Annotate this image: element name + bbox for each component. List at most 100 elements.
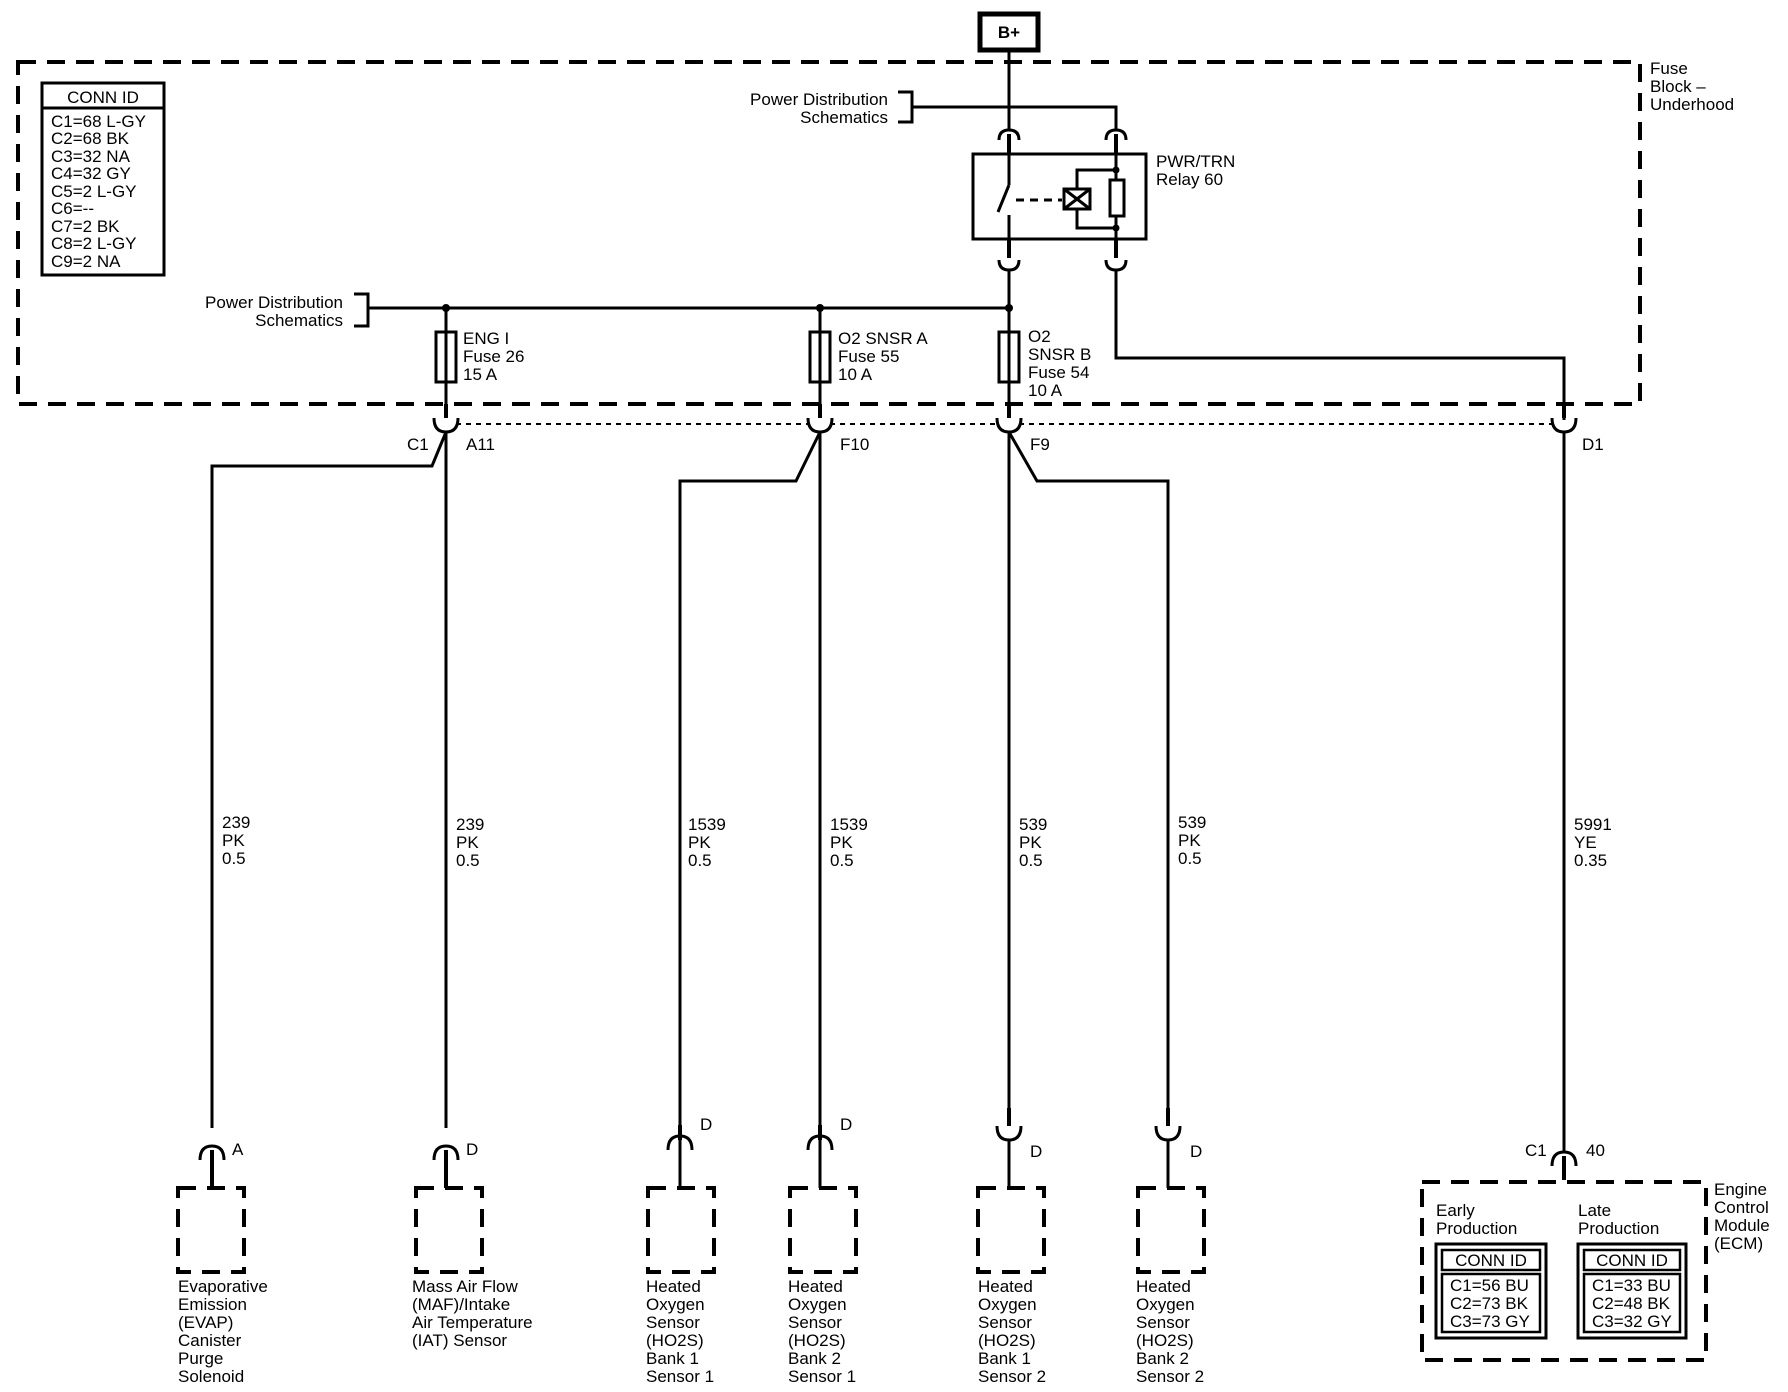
relay-input-terminal (997, 128, 1021, 141)
wire-circuit-number: 239 (222, 813, 250, 832)
conn-table-row: C3=32 GY (1592, 1312, 1672, 1331)
wire-circuit-number: 1539 (830, 815, 868, 834)
pin-label: D (1030, 1142, 1042, 1161)
component-label-line: Heated (978, 1277, 1033, 1296)
component-label-line: Canister (178, 1331, 242, 1350)
wire-gauge: 0.5 (456, 851, 480, 870)
fuse-label: O2 SNSR A (838, 329, 928, 348)
wire-gauge: 0.5 (222, 849, 246, 868)
component-label-line: Sensor (788, 1313, 842, 1332)
fuse-label: ENG I (463, 329, 509, 348)
conn-table-header: CONN ID (67, 88, 139, 107)
power-distribution-ref-text: Power Distribution (205, 293, 343, 312)
component-label-line: Sensor 1 (788, 1367, 856, 1386)
fuse-55: O2 SNSR A Fuse 55 10 A (808, 308, 928, 404)
power-distribution-ref-text: Schematics (800, 108, 888, 127)
component-connector-ho2s-b1s1: D (666, 1115, 712, 1188)
conn-table-row: C9=2 NA (51, 252, 121, 271)
component-label-line: Oxygen (978, 1295, 1037, 1314)
component-label-line: (EVAP) (178, 1313, 233, 1332)
fuse-block-label: Fuse Block – Underhood (1650, 59, 1734, 114)
wire-color: PK (830, 833, 853, 852)
component-label-line: Sensor 2 (978, 1367, 1046, 1386)
power-distribution-ref-text: Schematics (255, 311, 343, 330)
pin-label: D (466, 1140, 478, 1159)
component-label-line: Oxygen (788, 1295, 847, 1314)
component-connector-ecm: C1 40 (1525, 1141, 1605, 1180)
wire-circuit-number: 239 (456, 815, 484, 834)
component-label-line: Heated (788, 1277, 843, 1296)
component-label-line: Oxygen (646, 1295, 705, 1314)
wire-color: PK (1178, 831, 1201, 850)
pin-label: F9 (1030, 435, 1050, 454)
fuse-54: O2 SNSR B Fuse 54 10 A (997, 308, 1091, 404)
relay-to-ecm-wire (1114, 270, 1566, 420)
component-connector-maf: D (432, 1140, 478, 1188)
fuse-26: ENG I Fuse 26 15 A (434, 308, 524, 404)
wire-label-ho2s-b2s1: 1539 PK 0.5 (830, 815, 868, 870)
component-label-line: Bank 1 (978, 1349, 1031, 1368)
component-label-evap: Evaporative Emission (EVAP) Canister Pur… (178, 1277, 268, 1386)
wire-color: PK (222, 831, 245, 850)
wire-gauge: 0.5 (1019, 851, 1043, 870)
wire-label-ho2s-b2s2: 539 PK 0.5 (1178, 813, 1206, 868)
conn-table-header: CONN ID (1596, 1251, 1668, 1270)
conn-table-row: C3=73 GY (1450, 1312, 1530, 1331)
ecm-label-line: Control (1714, 1198, 1769, 1217)
fuse-block-label-line: Fuse (1650, 59, 1688, 78)
component-label-maf: Mass Air Flow (MAF)/Intake Air Temperatu… (412, 1277, 533, 1350)
pin-label: D (700, 1115, 712, 1134)
ecm-label-line: (ECM) (1714, 1234, 1763, 1253)
conn-table-row: C6=-- (51, 199, 94, 218)
fuse-block-conn-table: CONN ID C1=68 L-GY C2=68 BK C3=32 NA C4=… (40, 81, 166, 277)
relay-label: PWR/TRN (1156, 152, 1235, 171)
fuse-label: O2 (1028, 327, 1051, 346)
component-label-line: (IAT) Sensor (412, 1331, 507, 1350)
wire-label-maf: 239 PK 0.5 (456, 815, 484, 870)
wire-label-ecm: 5991 YE 0.35 (1574, 815, 1612, 870)
pin-label: D1 (1582, 435, 1604, 454)
conn-table-row: C1=56 BU (1450, 1276, 1529, 1295)
fuse-label: Fuse 55 (838, 347, 899, 366)
pin-label: D (840, 1115, 852, 1134)
pwr-trn-relay (971, 152, 1148, 241)
component-label-line: (HO2S) (978, 1331, 1036, 1350)
component-label-ho2s-b2s2: Heated Oxygen Sensor (HO2S) Bank 2 Senso… (1136, 1277, 1204, 1386)
connector-label-c1: C1 (1525, 1141, 1547, 1160)
ecm-table-title: Production (1436, 1219, 1517, 1238)
conn-table-row: C2=48 BK (1592, 1294, 1671, 1313)
fuse-label: 10 A (1028, 381, 1063, 400)
pin-label: A11 (466, 435, 495, 454)
fuse-label: 10 A (838, 365, 873, 384)
fuse-block-boundary (16, 60, 1642, 406)
conn-table-row: C1=68 L-GY (51, 112, 146, 131)
component-label-ho2s-b1s1: Heated Oxygen Sensor (HO2S) Bank 1 Senso… (646, 1277, 714, 1386)
power-distribution-ref-text: Power Distribution (750, 90, 888, 109)
component-label-line: Emission (178, 1295, 247, 1314)
relay-output-terminal (1104, 259, 1128, 272)
ecm-table-title: Production (1578, 1219, 1659, 1238)
connector-label-c1: C1 (407, 435, 429, 454)
component-label-line: (HO2S) (646, 1331, 704, 1350)
wire-circuit-number: 5991 (1574, 815, 1612, 834)
component-evap-solenoid (176, 1186, 246, 1274)
component-label-line: Heated (646, 1277, 701, 1296)
component-label-line: Heated (1136, 1277, 1191, 1296)
pin-label: 40 (1586, 1141, 1605, 1160)
power-distribution-ref-top: Power Distribution Schematics (750, 90, 1118, 130)
fuse-block-label-line: Underhood (1650, 95, 1734, 114)
component-ho2s-bank2-sensor2 (1136, 1186, 1206, 1274)
battery-positive-terminal: B+ (977, 11, 1041, 53)
conn-table-row: C1=33 BU (1592, 1276, 1671, 1295)
fuse-label: 15 A (463, 365, 498, 384)
component-label-line: (HO2S) (1136, 1331, 1194, 1350)
relay-output-terminal (997, 259, 1021, 272)
wire-ho2s-b1s2 (1007, 431, 1170, 1108)
component-maf-iat-sensor (414, 1186, 484, 1274)
component-label-line: (MAF)/Intake (412, 1295, 510, 1314)
wire-gauge: 0.35 (1574, 851, 1607, 870)
component-label-line: Evaporative (178, 1277, 268, 1296)
component-label-line: (HO2S) (788, 1331, 846, 1350)
wire-gauge: 0.5 (1178, 849, 1202, 868)
